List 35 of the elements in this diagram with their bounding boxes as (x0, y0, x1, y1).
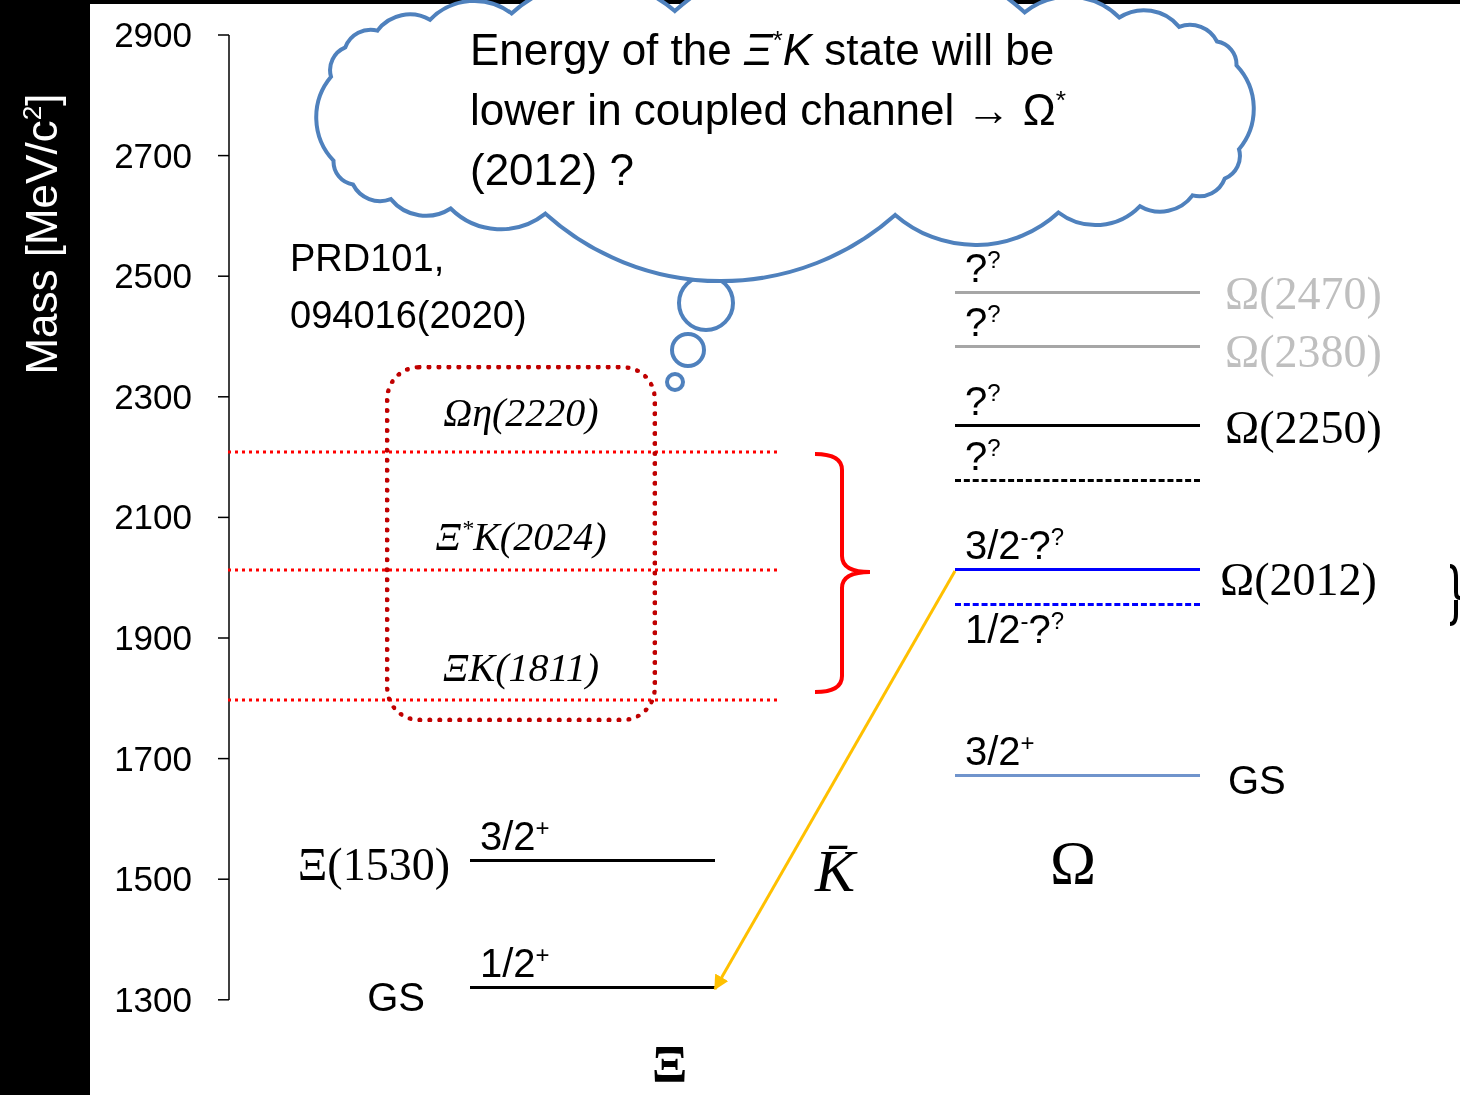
tick-label: 1300 (113, 979, 192, 1020)
threshold-box (385, 365, 657, 722)
reference-note: PRD101, 094016(2020) (290, 236, 528, 338)
channel-label: Ξ$^{*}$K(2024) (434, 514, 608, 560)
thought-text: Energy of the Ξ$^{*}$K state will be lower in coupled channel → Ω$^{*}$(2012) ? (470, 24, 1067, 196)
particle-symbol: Ξ (652, 1036, 688, 1094)
channel-label: Ωη(2220) (442, 390, 600, 436)
tick-label: 1500 (113, 859, 192, 900)
state-name-label: Ξ(1530) (296, 839, 450, 891)
spin-parity-label: 3/2$^{-}$?$^{?}$ (964, 522, 1066, 568)
spin-parity-label: ?$^{?}$ (964, 378, 1002, 424)
state-name-label: Ω(2470) (1225, 268, 1382, 320)
spin-parity-label: ?$^{?}$ (964, 433, 1002, 479)
ground-state-label: GS (1228, 757, 1286, 803)
spin-parity-label: 3/2$^{+}$ (964, 728, 1036, 774)
tick-label: 1700 (113, 738, 192, 779)
tick-label: 2100 (113, 497, 192, 538)
particle-symbol: K̄ (815, 838, 856, 904)
spin-parity-label: 1/2$^{+}$ (479, 940, 551, 986)
tick-label: 2300 (113, 376, 192, 417)
ground-state-label: GS (366, 974, 425, 1020)
spin-parity-label: ?$^{?}$ (964, 245, 1002, 291)
channel-label: ΞK(1811) (442, 645, 600, 691)
particle-symbol: Ω (1050, 828, 1097, 897)
tick-label: 1900 (113, 618, 192, 658)
state-name-label: Ω(2380) (1225, 326, 1382, 378)
state-name-label: Ω(2012) (1220, 554, 1377, 606)
tick-label: 2500 (113, 256, 192, 297)
spin-parity-label: 1/2$^{-}$?$^{?}$ (964, 605, 1066, 652)
state-name-label: Ω(2250) (1225, 402, 1382, 454)
spin-parity-label: 3/2$^{+}$ (479, 813, 551, 859)
tick-label: 2700 (113, 135, 192, 176)
arrow (713, 570, 957, 991)
spin-parity-label: ?$^{?}$ (964, 299, 1002, 345)
tick-label: 2900 (113, 15, 192, 55)
